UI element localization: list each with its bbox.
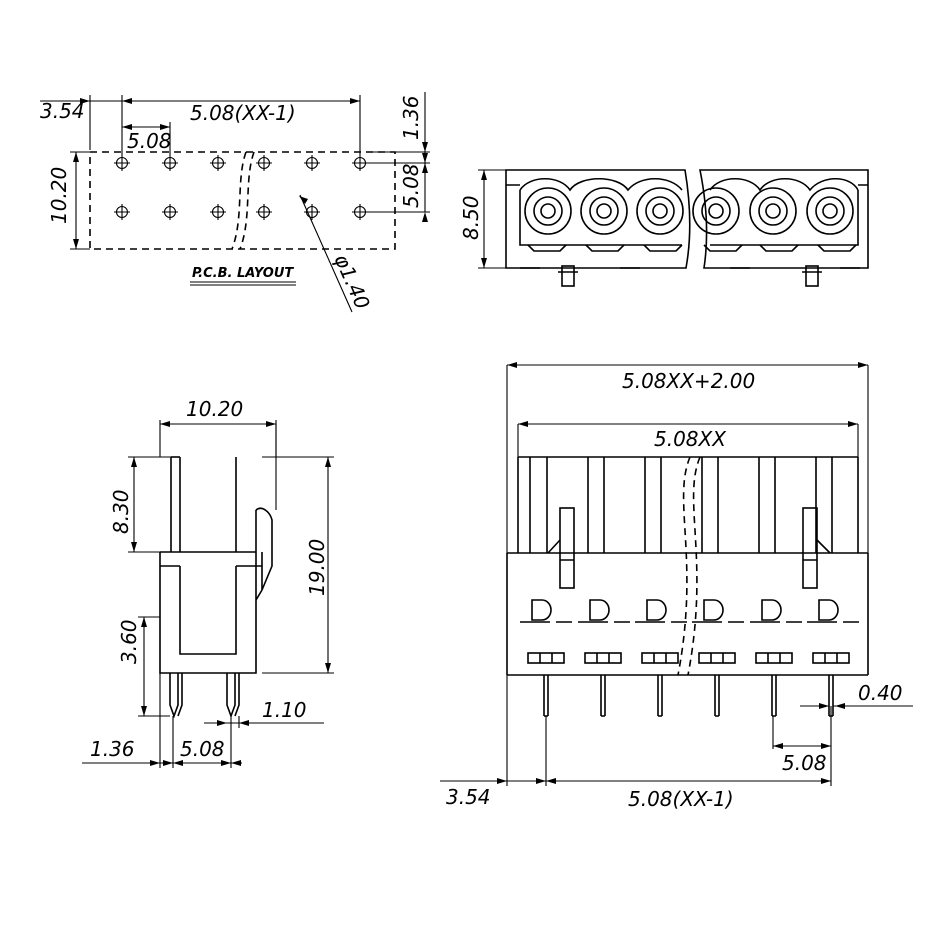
- side-dim-pin-width: 1.10: [262, 698, 307, 722]
- pcb-dim-top-offset: 1.36: [399, 95, 423, 140]
- pcb-title-underline: [190, 281, 296, 286]
- pcb-dim-span: 5.08(XX-1): [190, 101, 296, 125]
- front-dim-body: 5.08XX: [654, 427, 727, 451]
- side-dim-lower: 3.60: [117, 619, 141, 664]
- pcb-layout-view: 3.54 5.08(XX-1) 5.08 1.36 5.08 10.20 φ1.…: [40, 92, 430, 313]
- front-pin-sockets: [527, 652, 850, 664]
- pcb-layout-title: P.C.B. LAYOUT: [192, 266, 294, 281]
- top-view: 8.50: [459, 169, 869, 287]
- front-dim-span: 5.08(XX-1): [628, 787, 734, 811]
- side-dim-edge: 1.36: [90, 737, 135, 761]
- front-terminal-clamps: [520, 599, 859, 623]
- top-view-terminals: [524, 187, 854, 235]
- front-dim-total: 5.08XX+2.00: [622, 369, 755, 393]
- front-pins: [543, 675, 834, 717]
- front-view: 5.08XX+2.00 5.08XX 0.40 5.08 3.54 5.08(X…: [440, 362, 913, 811]
- front-dim-pitch: 5.08: [782, 751, 827, 775]
- front-break-line: [687, 456, 701, 676]
- side-dim-pin-pitch: 5.08: [180, 737, 225, 761]
- pcb-break-line: [239, 151, 255, 250]
- side-dim-width: 10.20: [186, 397, 243, 421]
- side-dim-total: 19.00: [305, 539, 329, 596]
- pcb-dim-row-pitch: 5.08: [399, 163, 423, 208]
- side-view: 10.20 8.30 19.00 3.60 1.10 1.36 5.08: [82, 397, 334, 768]
- front-dim-offset: 3.54: [446, 785, 491, 809]
- front-break-line: [677, 456, 691, 676]
- pcb-dim-pitch: 5.08: [127, 129, 172, 153]
- front-dim-pin: 0.40: [858, 681, 903, 705]
- pcb-dim-height: 10.20: [47, 167, 71, 224]
- pcb-outline: [89, 151, 396, 250]
- pcb-break-line: [231, 151, 247, 250]
- pcb-dim-hole: φ1.40: [329, 250, 374, 313]
- pcb-holes: [114, 155, 368, 220]
- side-dim-upper: 8.30: [109, 489, 133, 534]
- pcb-dim-offset: 3.54: [40, 99, 85, 123]
- top-view-dim-height: 8.50: [459, 195, 483, 240]
